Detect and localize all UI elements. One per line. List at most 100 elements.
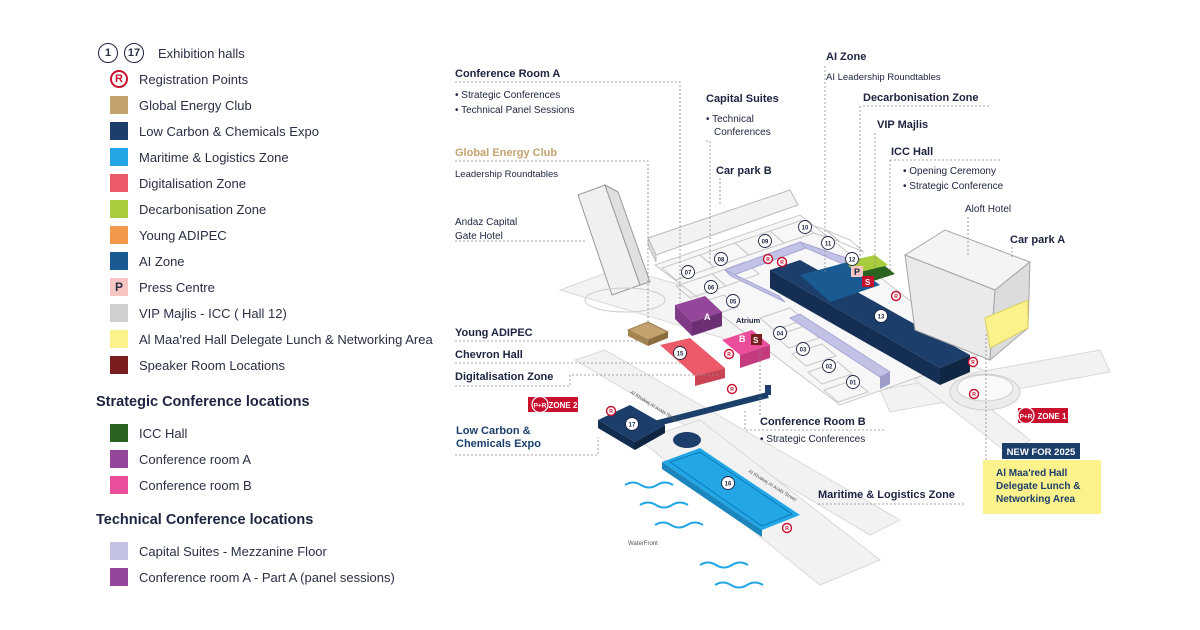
global-energy-club-label: Global Energy Club: [455, 147, 557, 159]
new-badge: NEW FOR 2025: [1007, 447, 1076, 458]
bullet: Conferences: [714, 127, 771, 138]
legend-item: Decarbonisation Zone: [96, 196, 436, 222]
conference-room-a: [675, 296, 722, 336]
legend-item: Speaker Room Locations: [96, 352, 436, 378]
bullet: • Strategic Conferences: [455, 90, 560, 101]
legend-item: P Press Centre: [96, 274, 436, 300]
legend-item: VIP Majlis - ICC ( Hall 12): [96, 300, 436, 326]
hall-number: 04: [777, 331, 784, 337]
legend-label: AI Zone: [139, 253, 185, 269]
andaz-label: Gate Hotel: [455, 231, 503, 242]
hall-number: 07: [685, 270, 692, 276]
hall-marker-06: 06: [704, 280, 718, 294]
hall-number: 01: [850, 380, 857, 386]
hall-15-digitalisation: [660, 338, 725, 386]
legend-item: Low Carbon & Chemicals Expo: [96, 118, 436, 144]
pr-label: P+R: [534, 403, 547, 410]
legend-label: Low Carbon & Chemicals Expo: [139, 123, 319, 139]
legend-item: Conference room A - Part A (panel sessio…: [96, 564, 436, 590]
andaz-label: Andaz Capital: [455, 217, 517, 228]
legend-label: Speaker Room Locations: [139, 357, 285, 373]
waterfront-label: WaterFront: [628, 541, 658, 547]
registration-symbol: R: [971, 360, 975, 366]
legend-label: Registration Points: [139, 71, 249, 87]
zone-2-label: ZONE 2: [549, 401, 578, 410]
room-a-tag: A: [704, 312, 711, 322]
registration-symbol: R: [766, 257, 770, 263]
color-swatch: [110, 304, 128, 322]
bullet: • Technical: [706, 114, 754, 125]
speaker-room-tag: S: [865, 278, 871, 287]
hall-marker-04: 04: [773, 326, 787, 340]
hall-number: 06: [708, 285, 715, 291]
legend-item: Capital Suites - Mezzanine Floor: [96, 538, 436, 564]
hall-marker-05: 05: [726, 294, 740, 308]
legend-label: Press Centre: [139, 279, 215, 295]
chevron-hall-label: Chevron Hall: [455, 349, 523, 361]
registration-symbol: R: [972, 392, 976, 398]
hall-marker-03: 03: [796, 342, 810, 356]
global-energy-club-sub: Leadership Roundtables: [455, 169, 558, 180]
hall-cell: [825, 229, 865, 253]
bullet: • Technical Panel Sessions: [455, 105, 575, 116]
color-swatch: [110, 450, 128, 468]
ai-zone-label: AI Zone: [826, 51, 866, 63]
color-swatch: [110, 200, 128, 218]
legend-item: Maritime & Logistics Zone: [96, 144, 436, 170]
hall-number: 05: [730, 299, 737, 305]
legend-label: Conference room B: [139, 477, 252, 493]
bullet: • Opening Ceremony: [903, 166, 996, 177]
park-ride-zone-2: P+R ZONE 2: [528, 395, 578, 414]
conference-room-b-label: Conference Room B: [760, 416, 866, 428]
press-centre-icon: P: [110, 278, 128, 296]
press-centre-tag: P: [854, 267, 860, 277]
legend-item: Global Energy Club: [96, 92, 436, 118]
hall-marker-16: 16: [721, 476, 735, 490]
hall-number: 10: [802, 225, 809, 231]
legend-label: Maritime & Logistics Zone: [139, 149, 289, 165]
hall-marker-08: 08: [714, 252, 728, 266]
registration-point-icon: R: [967, 356, 979, 368]
color-swatch: [110, 148, 128, 166]
gallery-strip: [788, 313, 892, 389]
low-carbon-label: Low Carbon &: [456, 425, 531, 437]
registration-point-icon: R: [781, 522, 793, 534]
car-park-a-label: Car park A: [1010, 234, 1065, 246]
color-swatch: [110, 542, 128, 560]
car-park-b-label: Car park B: [716, 165, 772, 177]
conference-room-b: [722, 330, 770, 368]
registration-point-icon: R: [762, 253, 774, 265]
pr-label: P+R: [1020, 414, 1033, 421]
registration-point-icon: R: [605, 405, 617, 417]
roundabout: [949, 373, 1021, 411]
speaker-room-tag: S: [753, 336, 759, 345]
ai-zone-sub: AI Leadership Roundtables: [826, 72, 941, 83]
legend-label: Conference room A: [139, 451, 252, 467]
maared-label: Networking Area: [996, 494, 1076, 505]
icc-hall-label: ICC Hall: [891, 146, 933, 158]
legend-item: AI Zone: [96, 248, 436, 274]
legend-label: Digitalisation Zone: [139, 175, 246, 191]
legend-label: Exhibition halls: [158, 45, 245, 61]
digitalisation-label: Digitalisation Zone: [455, 371, 553, 383]
color-swatch: [110, 174, 128, 192]
hall-number: 15: [677, 351, 684, 357]
car-park-b-building: [647, 189, 799, 263]
aloft-hotel-label: Aloft Hotel: [965, 204, 1011, 215]
maared-label: Delegate Lunch &: [996, 481, 1080, 492]
legend-item: Young ADIPEC: [96, 222, 436, 248]
hall-marker-09: 09: [758, 234, 772, 248]
capital-suites-label: Capital Suites: [706, 93, 779, 105]
legend-label: Conference room A - Part A (panel sessio…: [139, 569, 395, 585]
legend-item: Conference room B: [96, 472, 436, 498]
registration-point-icon: R: [726, 383, 738, 395]
legend-item: ICC Hall: [96, 420, 436, 446]
hall-number: 16: [725, 481, 732, 487]
hall-marker-12: 12: [845, 252, 859, 266]
color-swatch: [110, 226, 128, 244]
zone-1-label: ZONE 1: [1038, 412, 1067, 421]
hall-number: 17: [629, 422, 636, 428]
new-for-2025-callout: NEW FOR 2025 Al Maa'red Hall Delegate Lu…: [983, 443, 1101, 514]
legend-item: Conference room A: [96, 446, 436, 472]
